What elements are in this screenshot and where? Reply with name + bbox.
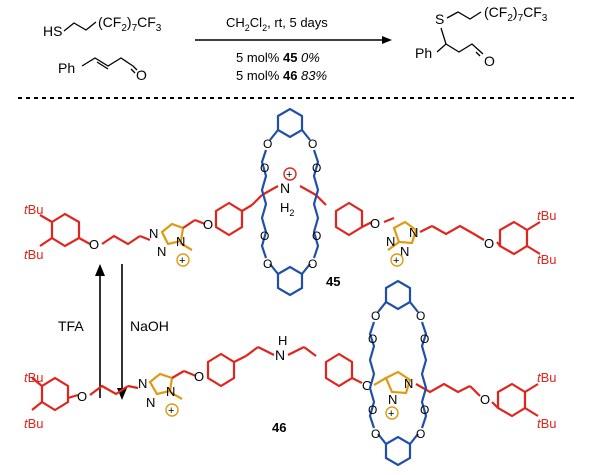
plus-charge-46b	[385, 406, 399, 420]
plus-charge-46a	[165, 403, 179, 417]
svg-text:+: +	[286, 169, 292, 181]
n-label-46b: N	[146, 395, 155, 410]
compound-label-46: 46	[272, 420, 286, 435]
n-label-46e: N	[388, 392, 397, 407]
svg-text:O: O	[416, 427, 425, 441]
o-label-45d: O	[484, 236, 494, 251]
o-label-45a: O	[89, 237, 99, 252]
svg-text:HS: HS	[43, 23, 62, 39]
n-label-45b: N	[157, 244, 166, 259]
amine-n: N	[275, 347, 285, 363]
o-label-46c: O	[362, 378, 372, 393]
tbu-label-45c: tBu	[537, 208, 557, 223]
cinnamaldehyde-reagent: Ph O	[58, 57, 147, 83]
left-stopper-45	[39, 212, 151, 248]
reaction-conditions: CH2Cl2, rt, 5 days	[226, 15, 328, 33]
svg-text:+: +	[179, 255, 185, 267]
reaction-arrow	[195, 36, 392, 44]
right-linker-45	[315, 194, 395, 237]
svg-text:O: O	[416, 309, 425, 323]
svg-text:O: O	[312, 229, 321, 243]
right-triazolium-45	[387, 220, 418, 251]
svg-text:O: O	[371, 427, 380, 441]
n-label-45e: N	[400, 244, 409, 259]
aldehyde-ph-label: Ph	[58, 60, 75, 76]
svg-text:O: O	[371, 309, 380, 323]
svg-text:O: O	[260, 161, 269, 175]
o-label-46d: O	[480, 392, 490, 407]
thiol-reagent: HS (CF2)7CF3	[43, 14, 162, 39]
svg-text:O: O	[263, 137, 272, 151]
thiol-cf-label: (CF	[98, 14, 121, 30]
tbu-label-46a: tBu	[24, 370, 44, 385]
tfa-label: TFA	[58, 318, 84, 334]
n-label-46a: N	[138, 376, 147, 391]
left-linker-45	[182, 194, 263, 237]
svg-text:+: +	[393, 255, 399, 267]
tbu-label-46c: tBu	[537, 370, 557, 385]
center-axle-46	[171, 346, 363, 388]
n-label-45d: N	[409, 225, 418, 240]
tbu-label-46b: tBu	[24, 416, 44, 431]
product-o-label: O	[484, 53, 495, 69]
tbu-label-45a: tBu	[24, 202, 44, 217]
right-stopper-45	[419, 220, 541, 256]
left-stopper-46	[31, 376, 139, 412]
product-ph-label: Ph	[415, 45, 432, 61]
aldehyde-double-bond	[96, 61, 109, 70]
aldehyde-chain-bond	[81, 57, 134, 67]
plus-charge-45b	[390, 253, 404, 267]
right-triazolium-46	[373, 370, 412, 395]
tbu-label-45d: tBu	[537, 252, 557, 267]
thiol-prefix: HS	[43, 23, 62, 39]
left-triazolium-45	[160, 222, 193, 251]
n-label-45c: N	[176, 234, 185, 249]
catalyst-line-45: 5 mol% 45 0%	[236, 50, 320, 65]
svg-text:+: +	[168, 405, 174, 417]
n-label-46c: N	[166, 384, 175, 399]
svg-text:O: O	[308, 257, 317, 271]
ammonium-h2: H2	[280, 200, 294, 218]
thioether-product: S (CF2)7CF3 Ph O	[415, 4, 548, 69]
compound-45: tBu tBu O N N N + O N H2 +	[24, 107, 557, 297]
product-s-label: S	[435, 11, 444, 27]
crown-ether-46	[368, 279, 428, 467]
ammonium-charge	[283, 167, 297, 181]
catalyst-line-46: 5 mol% 46 83%	[236, 68, 327, 83]
svg-text:+: +	[388, 408, 394, 420]
product-chain-label: (CF2)7CF3	[484, 4, 548, 24]
o-label-46b: O	[194, 369, 204, 384]
crown-ether-45	[260, 107, 320, 297]
svg-text:O: O	[308, 137, 317, 151]
naoh-label: NaOH	[130, 318, 169, 334]
n-label-45f: N	[386, 234, 395, 249]
left-triazolium-46	[148, 372, 183, 400]
svg-text:O: O	[420, 403, 429, 417]
compound-label-45: 45	[326, 274, 340, 289]
crown-oxygens-45: O O O O O O O O	[260, 137, 321, 271]
thiol-chain-bond	[63, 21, 97, 32]
tbu-label-46d: tBu	[537, 416, 557, 431]
svg-text:O: O	[263, 257, 272, 271]
svg-text:O: O	[260, 229, 269, 243]
svg-text:O: O	[312, 161, 321, 175]
tbu-label-45b: tBu	[24, 247, 44, 262]
svg-text:O: O	[368, 403, 377, 417]
o-label-45c: O	[370, 216, 380, 231]
right-stopper-46	[415, 382, 539, 418]
svg-text:(CF2)7CF3: (CF2)7CF3	[98, 14, 162, 34]
ammonium-n: N	[280, 180, 290, 196]
plus-charge-45a	[176, 253, 190, 267]
n-label-46d: N	[404, 376, 413, 391]
svg-text:O: O	[368, 332, 377, 346]
compound-46: tBu tBu O N N N + O N H O	[24, 279, 557, 467]
svg-text:O: O	[420, 332, 429, 346]
o-label-45b: O	[203, 217, 213, 232]
amine-h: H	[278, 333, 287, 348]
o-label-46a: O	[77, 389, 87, 404]
aldehyde-o-label: O	[136, 67, 147, 83]
crown-oxygens-46: O O O O O O O O	[368, 309, 429, 441]
n-label-45a: N	[149, 226, 158, 241]
